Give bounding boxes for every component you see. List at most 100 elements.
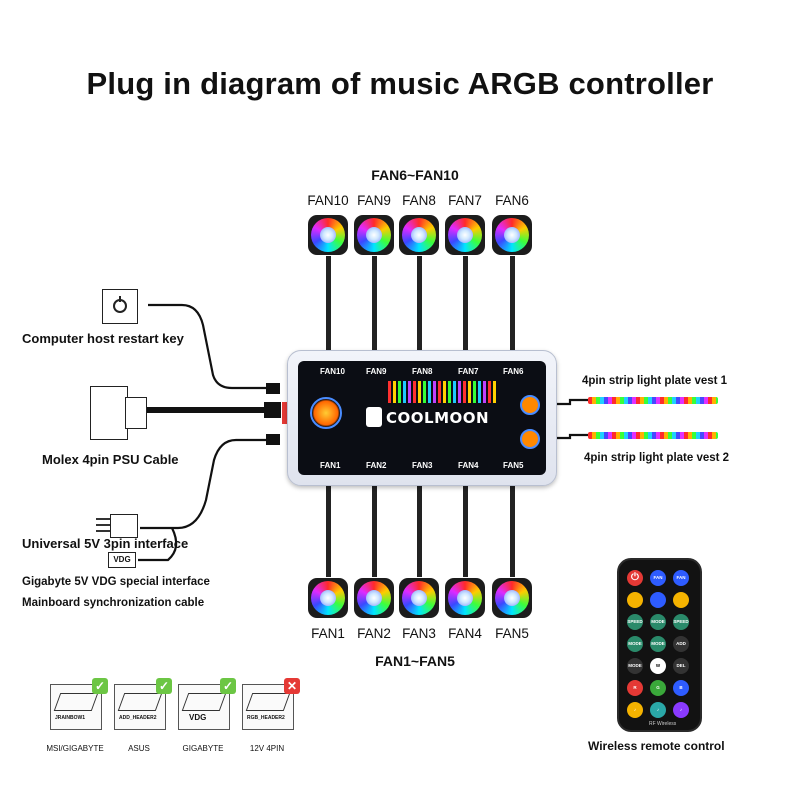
remote-button: MODE (650, 636, 666, 652)
remote-label: Wireless remote control (588, 739, 725, 753)
remote-button: SPEED (673, 614, 689, 630)
fan-cable (372, 485, 377, 577)
fan-label-bottom-1: FAN1 (311, 626, 345, 641)
molex-connector (264, 402, 281, 418)
led-strip-2 (588, 432, 718, 439)
controller-brand: COOLMOON (386, 409, 490, 427)
port-label: FAN6 (503, 367, 524, 376)
rgb-fan-icon (445, 578, 485, 618)
strip2-label: 4pin strip light plate vest 2 (584, 452, 730, 464)
remote-button: FAN (673, 570, 689, 586)
restart-key-wire (148, 303, 268, 390)
remote-brand: RF Wireless (649, 721, 677, 727)
fan-cable (326, 256, 331, 351)
restart-key-label: Computer host restart key (22, 331, 184, 346)
fan-cable (417, 485, 422, 577)
molex-label: Molex 4pin PSU Cable (42, 452, 179, 467)
port-label: FAN10 (320, 367, 345, 376)
remote-button: SPEED (627, 614, 643, 630)
remote-button: G (650, 680, 666, 696)
coolmoon-logo-icon (366, 407, 382, 427)
compat-brand-label: ASUS (128, 744, 150, 753)
rgb-fan-icon (308, 215, 348, 255)
port-label: FAN2 (366, 461, 387, 470)
led-strip-1 (588, 397, 718, 404)
bottom-fan-group-label: FAN1~FAN5 (375, 653, 455, 669)
molex-connector-icon (90, 386, 147, 440)
fan-label-top-1: FAN10 (307, 193, 349, 208)
remote-button (650, 592, 666, 608)
fan-cable (417, 256, 422, 351)
mainboard-sync-label: Mainboard synchronization cable (22, 597, 205, 609)
music-note-icon: ♪ (627, 702, 643, 718)
rgb-fan-icon (399, 215, 439, 255)
fan-cable (463, 485, 468, 577)
checkmark-icon: ✓ (156, 678, 172, 694)
fan-label-top-2: FAN9 (357, 193, 391, 208)
sync-wire (140, 438, 268, 530)
port-label: FAN3 (412, 461, 433, 470)
fan-cable (510, 485, 515, 577)
header-name: JRAINBOW1 (55, 715, 86, 721)
remote-button: MODE (650, 614, 666, 630)
fan-label-top-5: FAN6 (495, 193, 529, 208)
fan-label-bottom-5: FAN5 (495, 626, 529, 641)
remote-button: ADD (673, 636, 689, 652)
port-label: FAN9 (366, 367, 387, 376)
universal-3pin-label: Universal 5V 3pin interface (22, 536, 189, 551)
strip-port-icon (520, 429, 540, 449)
remote-button: MODE (627, 658, 643, 674)
rgb-fan-icon (308, 578, 348, 618)
compat-brand-label: GIGABYTE (182, 744, 224, 753)
music-note-icon: ♪ (650, 702, 666, 718)
rgb-fan-icon (445, 215, 485, 255)
fan-cable (326, 485, 331, 577)
remote-button: R (627, 680, 643, 696)
vdg-wire (138, 527, 178, 562)
power-icon: ⏻ (627, 570, 643, 586)
controller-gauge-icon (310, 397, 342, 429)
rgb-fan-icon (399, 578, 439, 618)
fan-label-top-4: FAN7 (448, 193, 482, 208)
rgb-fan-icon (492, 578, 532, 618)
remote-button: W (650, 658, 666, 674)
strip1-label: 4pin strip light plate vest 1 (582, 375, 728, 387)
compat-brand-label: 12V 4PIN (249, 744, 285, 753)
port-label: FAN5 (503, 461, 524, 470)
port-label: FAN1 (320, 461, 341, 470)
fan-cable (372, 256, 377, 351)
restart-connector (266, 383, 280, 394)
remote-control-icon: ⏻ FAN FAN SPEED MODE SPEED MODE MODE ADD… (617, 558, 702, 732)
remote-button: DEL (673, 658, 689, 674)
diagram-title: Plug in diagram of music ARGB controller (86, 66, 714, 101)
fan-cable (510, 256, 515, 351)
strip2-wire (556, 433, 588, 440)
strip-port-icon (520, 395, 540, 415)
fan-label-bottom-4: FAN4 (448, 626, 482, 641)
top-fan-group-label: FAN6~FAN10 (371, 167, 459, 183)
restart-key-icon (102, 289, 138, 324)
checkmark-icon: ✓ (92, 678, 108, 694)
header-name: RGB_HEADER2 (247, 715, 285, 721)
controller-panel: FAN10 FAN9 FAN8 FAN7 FAN6 COOLMOON FAN1 … (298, 361, 546, 475)
port-label: FAN8 (412, 367, 433, 376)
argb-3pin-connector-icon (96, 514, 140, 540)
sync-connector (266, 434, 280, 445)
port-label: FAN4 (458, 461, 479, 470)
cross-icon: ✕ (284, 678, 300, 694)
rgb-fan-icon (354, 578, 394, 618)
argb-controller: FAN10 FAN9 FAN8 FAN7 FAN6 COOLMOON FAN1 … (287, 350, 557, 486)
remote-button (673, 592, 689, 608)
remote-button (627, 592, 643, 608)
fan-label-top-3: FAN8 (402, 193, 436, 208)
strip1-wire (556, 398, 588, 406)
vdg-tag: VDG (108, 552, 136, 568)
checkmark-icon: ✓ (220, 678, 236, 694)
rgb-fan-icon (354, 215, 394, 255)
fan-cable (463, 256, 468, 351)
remote-button: FAN (650, 570, 666, 586)
equalizer-display (388, 381, 498, 403)
compat-brand-label: MSI/GIGABYTE (46, 744, 104, 753)
music-note-icon: ♪ (673, 702, 689, 718)
